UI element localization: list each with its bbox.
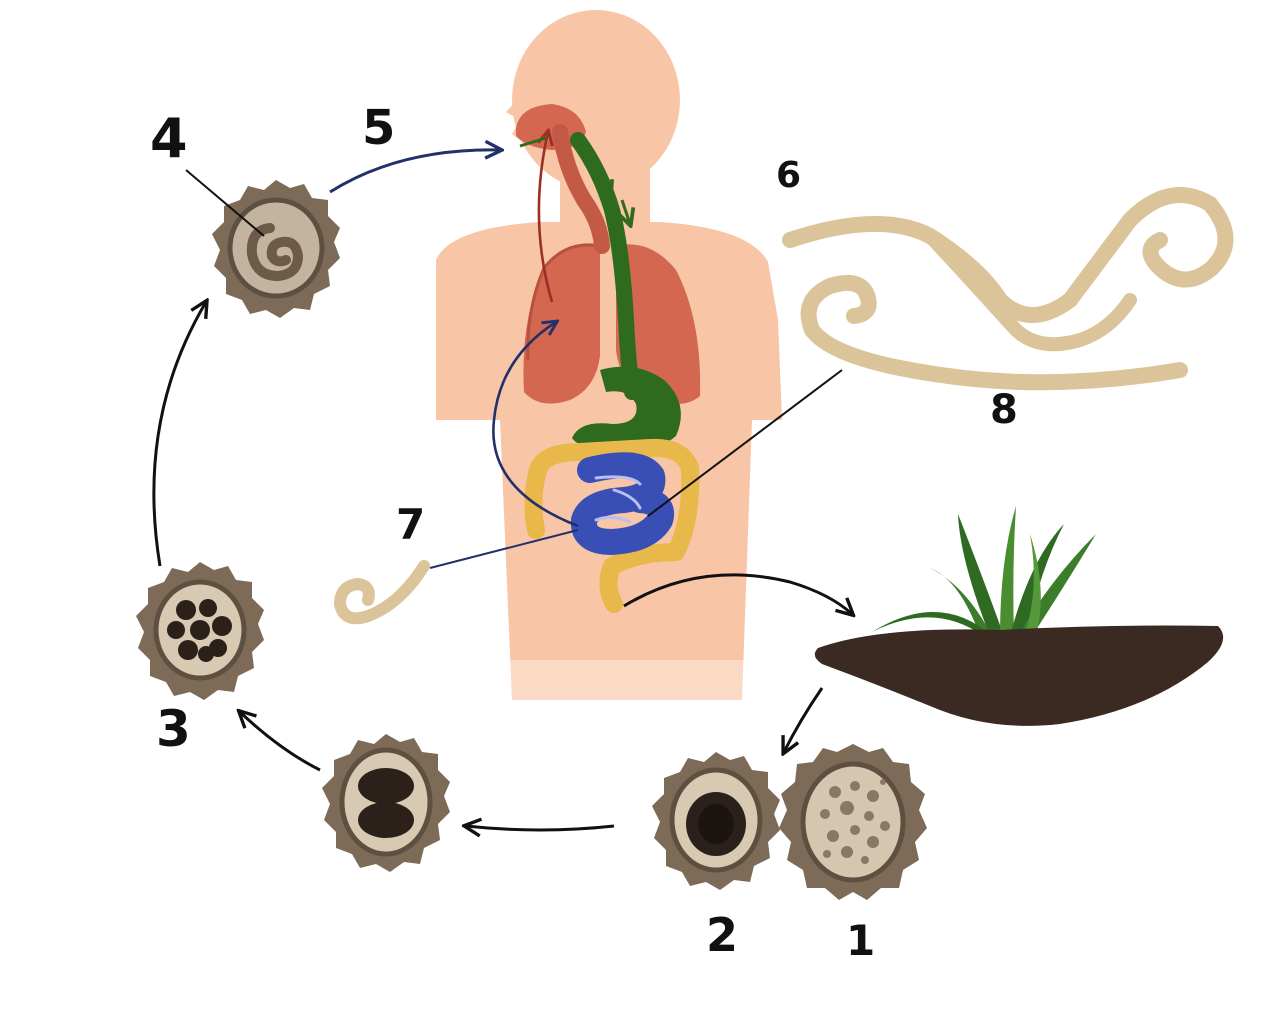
arrow-swallow-3 (519, 136, 547, 148)
pointer-line-8 (647, 369, 843, 517)
label-stage-3: 3 (156, 700, 191, 758)
arrow-egg-split-to-egg3 (240, 712, 321, 772)
label-stage-2: 2 (706, 908, 739, 962)
label-stage-6: 6 (776, 155, 802, 196)
soil (814, 625, 1224, 726)
arrow-intestine-to-lungs (492, 322, 579, 528)
egg-stage-two-cell (322, 734, 450, 872)
arrow-egg2-to-egg-split (466, 826, 615, 830)
grass (872, 506, 1096, 638)
arrow-swallow-2 (622, 199, 630, 224)
arrow-soil-to-egg (784, 687, 824, 752)
label-stage-5: 5 (362, 100, 396, 156)
arrow-swallow-1 (600, 171, 610, 196)
arrow-body-to-soil (623, 573, 852, 614)
adult-worm (782, 187, 1234, 391)
label-stage-7: 7 (396, 500, 426, 549)
label-stage-1: 1 (846, 916, 876, 965)
label-stage-8: 8 (990, 387, 1018, 433)
soil-with-grass (814, 506, 1224, 726)
egg-stage-4 (212, 180, 340, 318)
arrow-egg4-to-mouth (329, 150, 500, 194)
arrow-egg3-to-egg4 (152, 302, 206, 567)
egg-stage-2 (652, 752, 780, 890)
arrow-lungs-to-pharynx (539, 132, 552, 303)
airway-shape (552, 124, 610, 254)
pointer-line-7 (429, 529, 579, 569)
large-intestine (524, 438, 700, 613)
esophagus-stomach (570, 132, 681, 454)
larva-worm (333, 560, 430, 625)
egg-stage-1 (779, 744, 927, 900)
pointer-line-4 (185, 169, 265, 237)
label-stage-4: 4 (150, 107, 188, 170)
small-intestine (570, 452, 674, 555)
egg-stage-3 (136, 562, 264, 700)
